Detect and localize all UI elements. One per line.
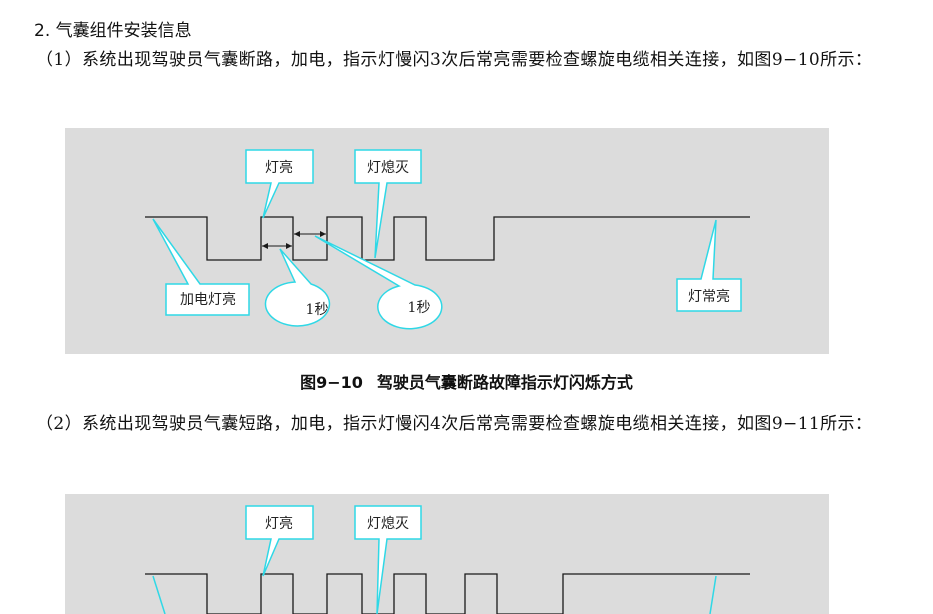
indicator-signal-waveform — [145, 216, 750, 261]
callout-steady-on: 灯常亮 — [676, 219, 742, 312]
callout-one-second-b-label: 1秒 — [408, 300, 431, 316]
callout-power-on: 加电灯亮 — [152, 218, 250, 316]
callout-light-off-2: 灯熄灭 — [354, 505, 422, 614]
callout-light-on-label: 灯亮 — [265, 159, 293, 176]
callout-light-off: 灯熄灭 — [354, 149, 422, 259]
figure-9-11: 灯亮 灯熄灭 — [65, 494, 829, 614]
one-second-arrow-b — [294, 231, 326, 237]
callout-one-second-a-label: 1秒 — [306, 302, 329, 318]
callout-one-second-a: 1秒 — [264, 248, 331, 327]
section-heading: 2. 气囊组件安装信息 — [34, 21, 192, 41]
paragraph-open-circuit: （1）系统出现驾驶员气囊断路，加电，指示灯慢闪3次后常亮需要检查螺旋电缆相关连接… — [36, 50, 873, 70]
timing-diagram-open-circuit: 灯亮 灯熄灭 加电灯亮 1秒 1秒 灯常亮 — [145, 149, 750, 330]
callout-power-on-label: 加电灯亮 — [180, 291, 236, 308]
callout-steady-on-2-pointer — [709, 575, 717, 614]
callout-power-on-2-pointer — [152, 575, 166, 614]
paragraph-short-circuit: （2）系统出现驾驶员气囊短路，加电，指示灯慢闪4次后常亮需要检查螺旋电缆相关连接… — [36, 414, 873, 434]
one-second-arrow-a — [262, 243, 292, 249]
callout-light-off-2-label: 灯熄灭 — [367, 515, 409, 532]
timing-diagram-short-circuit: 灯亮 灯熄灭 — [145, 505, 750, 614]
caption-text: 驾驶员气囊断路故障指示灯闪烁方式 — [376, 373, 633, 392]
callout-one-second-b: 1秒 — [314, 235, 443, 330]
callout-light-on-2-label: 灯亮 — [265, 515, 293, 532]
callout-light-on: 灯亮 — [245, 149, 314, 219]
caption-number: 图9−10 — [300, 373, 363, 392]
figure-9-10-caption: 图9−10 驾驶员气囊断路故障指示灯闪烁方式 — [0, 369, 933, 393]
callout-steady-on-label: 灯常亮 — [688, 288, 730, 305]
figure-9-10: 灯亮 灯熄灭 加电灯亮 1秒 1秒 灯常亮 — [65, 128, 829, 354]
callout-light-on-2: 灯亮 — [245, 505, 314, 577]
callout-light-off-label: 灯熄灭 — [367, 159, 409, 176]
indicator-signal-waveform-2 — [145, 573, 750, 614]
